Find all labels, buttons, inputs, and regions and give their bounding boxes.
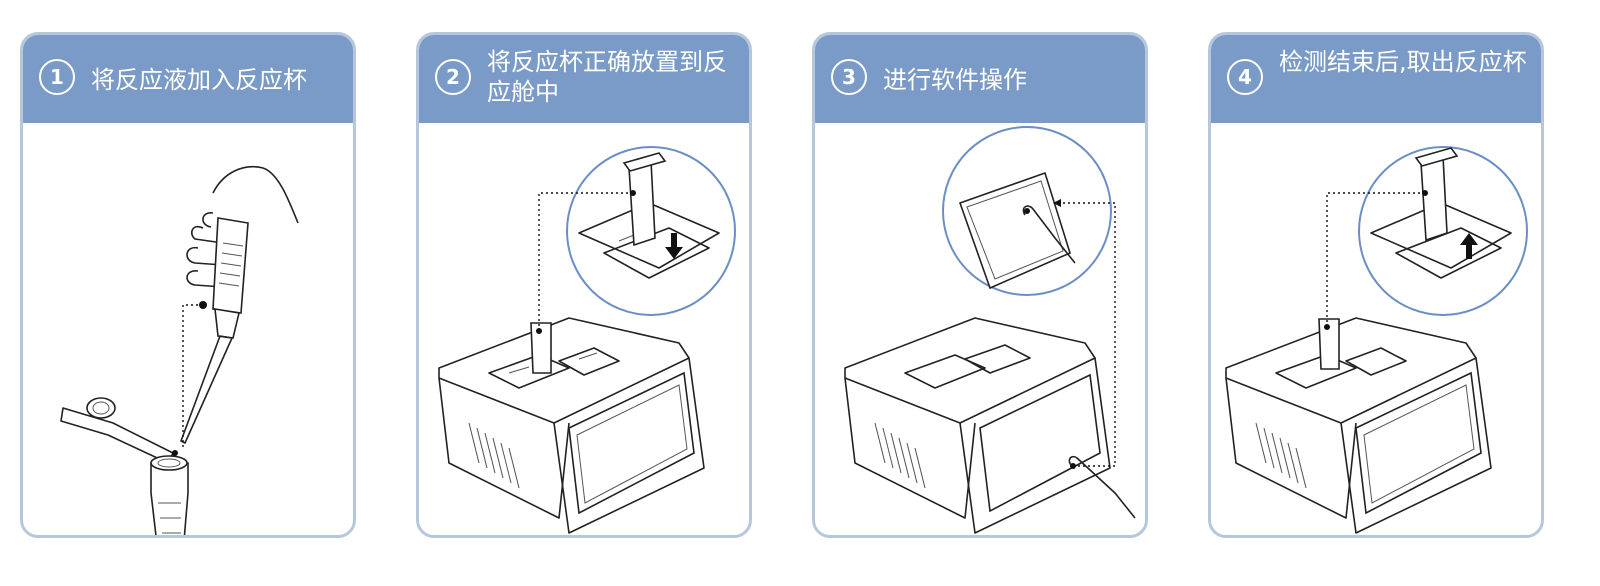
pipette-illustration — [60, 166, 299, 535]
step-card-4: 4 检测结束后,取出反应杯 — [1208, 32, 1544, 538]
step-number: 3 — [831, 59, 867, 95]
step-number: 4 — [1227, 59, 1263, 95]
remove-cup-illustration — [1225, 146, 1528, 534]
step-title: 检测结束后,取出反应杯 — [1279, 48, 1527, 76]
step-header: 3 进行软件操作 — [815, 35, 1145, 123]
step-header: 2 将反应杯正确放置到反应舱中 — [419, 35, 749, 123]
step-card-3: 3 进行软件操作 — [812, 32, 1148, 538]
insert-cup-illustration — [438, 146, 736, 534]
step-title: 进行软件操作 — [883, 66, 1027, 94]
step-title: 将反应杯正确放置到反应舱中 — [487, 48, 727, 106]
step-number: 1 — [39, 59, 75, 95]
step-number: 2 — [435, 59, 471, 95]
step-header: 4 检测结束后,取出反应杯 — [1211, 35, 1541, 123]
step-header: 1 将反应液加入反应杯 — [23, 35, 353, 123]
step-title: 将反应液加入反应杯 — [91, 66, 307, 94]
software-operation-illustration — [844, 126, 1136, 534]
step-card-1: 1 将反应液加入反应杯 — [20, 32, 356, 538]
step-card-2: 2 将反应杯正确放置到反应舱中 — [416, 32, 752, 538]
